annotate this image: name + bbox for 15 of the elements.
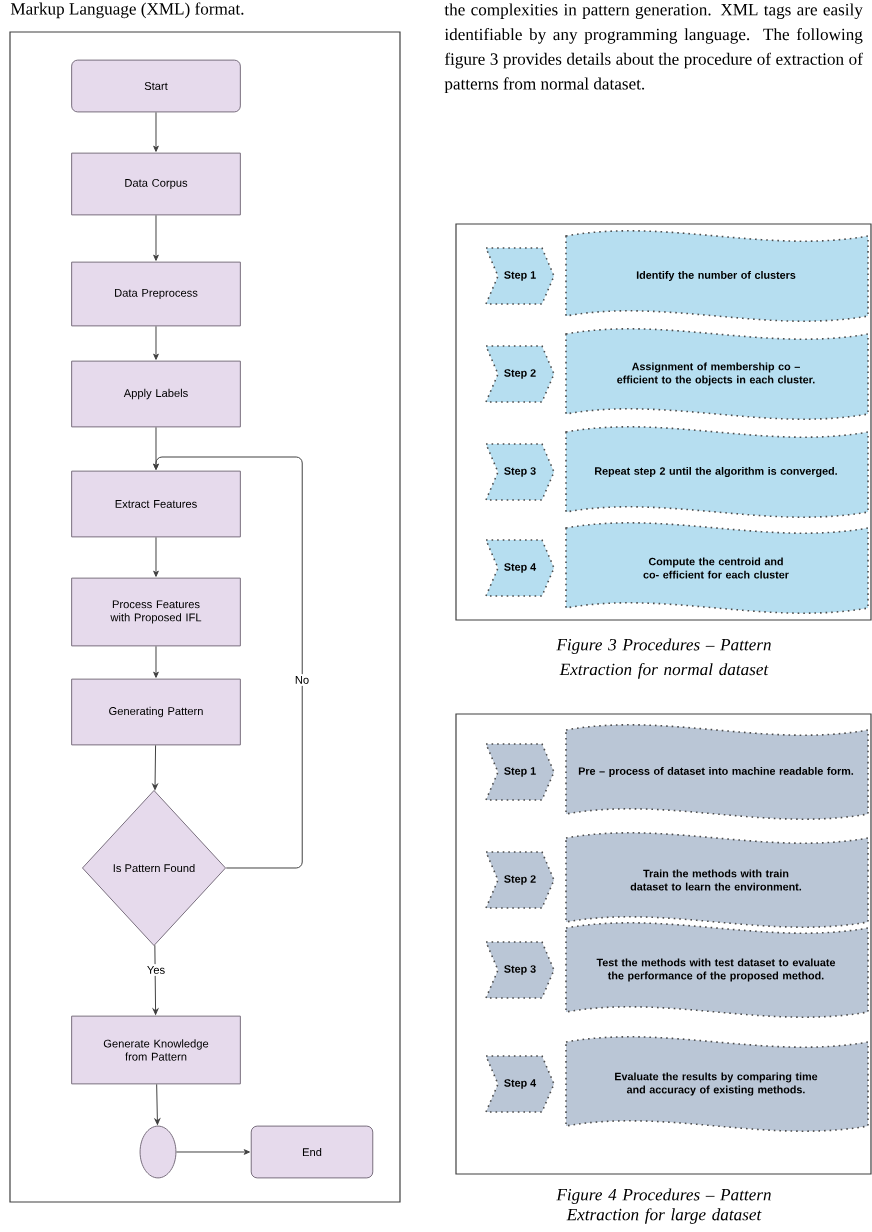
- arrow: [153, 325, 159, 360]
- arrow: [153, 645, 159, 678]
- arrow: [153, 456, 303, 869]
- arrow: [153, 111, 159, 152]
- arrow: [153, 214, 159, 261]
- arrow: [152, 944, 159, 1015]
- arrow: [153, 536, 159, 577]
- body-text: the complexities in pattern generation. XML tags are easily identifiable by any programming language. The following figure 3 provides details about the procedure of extraction of patterns from normal dataset.: [444, 3, 863, 94]
- arrow: [175, 1149, 250, 1155]
- figure-caption: Figure 3 Procedures – Pattern Extraction for normal dataset: [556, 638, 771, 679]
- arrow: [152, 744, 158, 791]
- connector-circle: [139, 1125, 177, 1179]
- body-text: Markup Language (XML) format.: [10, 2, 244, 19]
- figure-caption: Figure 4 Procedures – Pattern Extraction for large dataset: [556, 1188, 771, 1224]
- arrow: [154, 1083, 161, 1125]
